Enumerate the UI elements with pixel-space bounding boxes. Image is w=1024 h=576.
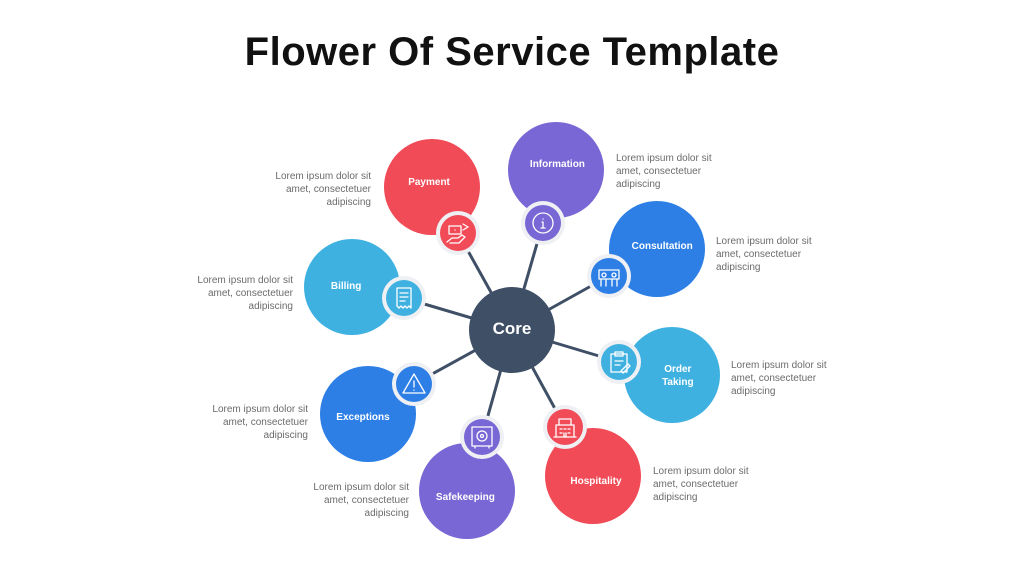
description-line: amet, consectetuer bbox=[731, 373, 817, 384]
description-line: adipiscing bbox=[248, 301, 293, 312]
safe-icon bbox=[471, 426, 493, 449]
petal-safekeeping bbox=[419, 443, 515, 539]
description-line: Lorem ipsum dolor sit bbox=[212, 404, 308, 415]
petal-order-taking bbox=[624, 327, 720, 423]
petal-label-order-taking: Order Taking bbox=[662, 364, 694, 389]
petal-exceptions bbox=[320, 366, 416, 462]
description-line: adipiscing bbox=[326, 197, 371, 208]
description-order-taking: Lorem ipsum dolor sit amet, consectetuer a… bbox=[731, 359, 851, 398]
petal-label-exceptions: Exceptions bbox=[336, 412, 390, 424]
description-exceptions: Lorem ipsum dolor sit amet, consectetuer a… bbox=[188, 403, 308, 442]
description-line: adipiscing bbox=[653, 492, 698, 503]
description-line: amet, consectetuer bbox=[222, 417, 308, 428]
petal-hospitality bbox=[545, 428, 641, 524]
description-safekeeping: Lorem ipsum dolor sit amet, consectetuer a… bbox=[289, 481, 409, 520]
badge-payment bbox=[436, 211, 480, 255]
description-line: amet, consectetuer bbox=[285, 184, 371, 195]
description-line: adipiscing bbox=[716, 262, 761, 273]
description-line: Lorem ipsum dolor sit bbox=[313, 482, 409, 493]
description-line: amet, consectetuer bbox=[616, 166, 702, 177]
description-consultation: Lorem ipsum dolor sit amet, consectetuer a… bbox=[716, 235, 836, 274]
badge-information bbox=[521, 201, 565, 245]
description-line: adipiscing bbox=[731, 386, 776, 397]
description-line: Lorem ipsum dolor sit bbox=[197, 275, 293, 286]
info-icon bbox=[532, 212, 554, 234]
description-line: Lorem ipsum dolor sit bbox=[716, 236, 812, 247]
description-hospitality: Lorem ipsum dolor sit amet, consectetuer a… bbox=[653, 465, 773, 504]
petal-payment bbox=[384, 139, 480, 235]
petal-information bbox=[508, 122, 604, 218]
petal-label-hospitality: Hospitality bbox=[570, 476, 622, 488]
page-title: Flower Of Service Template bbox=[244, 30, 780, 74]
badge-exceptions bbox=[392, 362, 436, 406]
petal-label-billing: Billing bbox=[330, 280, 362, 292]
badge-hospitality bbox=[543, 405, 587, 449]
description-line: Lorem ipsum dolor sit bbox=[616, 153, 712, 164]
description-line: adipiscing bbox=[616, 179, 661, 190]
petal-label-safekeeping: Safekeeping bbox=[435, 491, 495, 503]
description-line: adipiscing bbox=[263, 430, 308, 441]
petals bbox=[304, 122, 720, 539]
receipt-icon bbox=[396, 287, 412, 309]
description-information: Lorem ipsum dolor sit amet, consectetuer a… bbox=[616, 152, 736, 191]
badge-billing bbox=[382, 276, 426, 320]
description-line: amet, consectetuer bbox=[207, 288, 293, 299]
description-line: amet, consectetuer bbox=[653, 479, 739, 490]
description-line: amet, consectetuer bbox=[323, 495, 409, 506]
badge-safekeeping bbox=[460, 415, 504, 459]
petal-label-payment: Payment bbox=[408, 176, 450, 188]
description-payment: Lorem ipsum dolor sit amet, consectetuer a… bbox=[251, 170, 371, 209]
description-line: Lorem ipsum dolor sit bbox=[653, 466, 749, 477]
badge-order-taking bbox=[597, 340, 641, 384]
description-billing: Lorem ipsum dolor sit amet, consectetuer a… bbox=[173, 274, 293, 313]
payment-hand-icon bbox=[446, 223, 469, 244]
clipboard-icon bbox=[610, 351, 631, 374]
icon-badges bbox=[382, 201, 641, 459]
badge-consultation bbox=[587, 254, 631, 298]
warning-icon bbox=[402, 373, 426, 394]
core-label: Core bbox=[492, 319, 532, 338]
hotel-icon bbox=[553, 418, 577, 438]
petal-consultation bbox=[609, 201, 705, 297]
description-line: adipiscing bbox=[364, 508, 409, 519]
description-line: Lorem ipsum dolor sit bbox=[731, 360, 827, 371]
core-circle bbox=[469, 287, 555, 373]
petal-billing bbox=[304, 239, 400, 335]
description-line: amet, consectetuer bbox=[716, 249, 802, 260]
petal-label-consultation: Consultation bbox=[631, 241, 693, 253]
meeting-icon bbox=[598, 269, 620, 287]
petal-label-information: Information bbox=[529, 159, 585, 171]
description-line: Lorem ipsum dolor sit bbox=[275, 171, 371, 182]
